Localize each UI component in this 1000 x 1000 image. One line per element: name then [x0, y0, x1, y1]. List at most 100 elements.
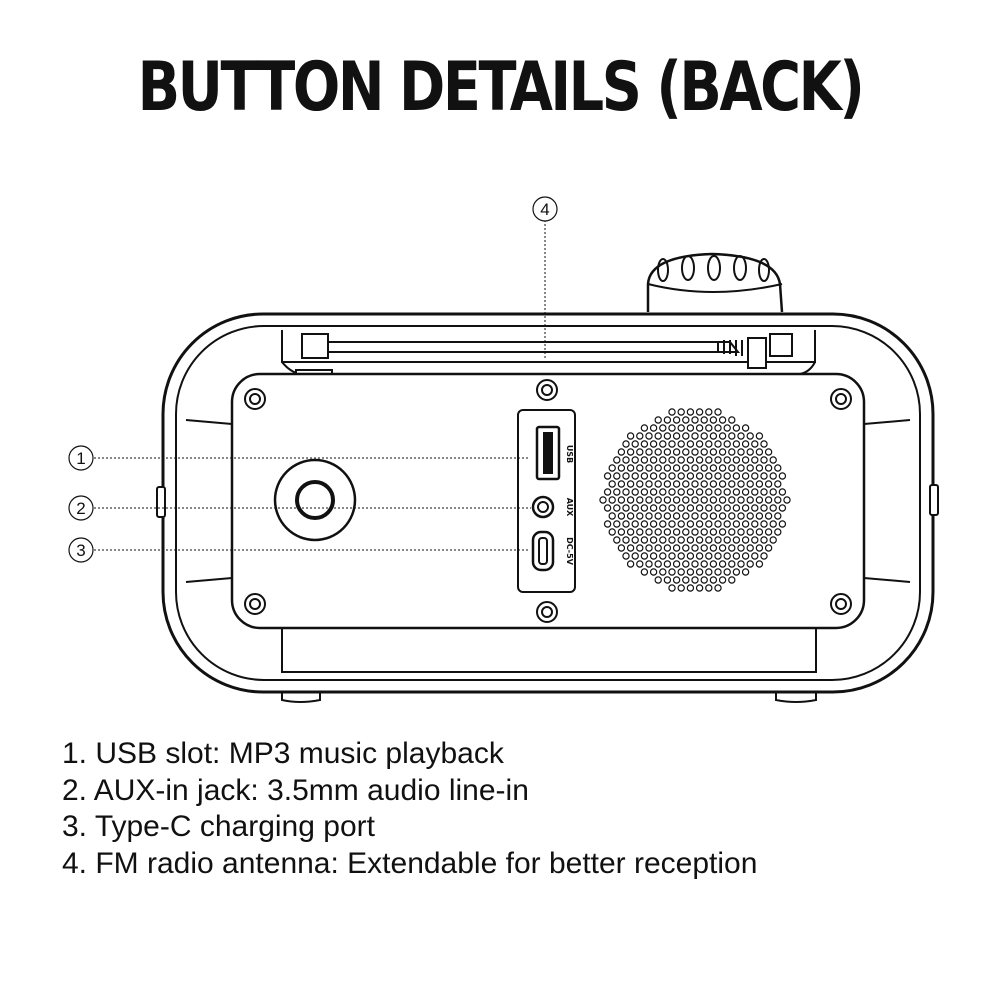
aux-jack-icon: AUX	[531, 495, 574, 519]
grille-hole	[732, 488, 741, 496]
grille-hole	[718, 416, 727, 424]
grille-hole	[728, 448, 736, 456]
legend-item-usb: 1. USB slot: MP3 music playback	[62, 737, 504, 770]
grille-hole	[636, 464, 644, 472]
grille-hole	[769, 536, 777, 544]
grille-hole	[723, 472, 731, 480]
grille-hole	[668, 408, 676, 416]
grille-hole	[751, 456, 759, 464]
grille-hole	[714, 536, 722, 544]
grille-hole	[668, 536, 676, 544]
grille-hole	[760, 552, 768, 560]
grille-hole	[732, 440, 741, 448]
grille-hole	[755, 560, 764, 568]
grille-hole	[649, 488, 658, 496]
grille-hole	[649, 568, 658, 576]
grille-hole	[640, 520, 649, 528]
grille-hole	[709, 544, 718, 552]
grille-hole	[631, 536, 639, 544]
screw-icons	[244, 379, 852, 623]
grille-hole	[714, 440, 722, 448]
grille-hole	[746, 432, 754, 440]
grille-hole	[631, 456, 639, 464]
usb-port-icon: USB	[535, 425, 574, 481]
grille-hole	[709, 528, 718, 536]
grille-hole	[654, 560, 662, 568]
grille-hole	[746, 512, 754, 520]
grille-hole	[723, 440, 731, 448]
grille-hole	[626, 560, 635, 568]
grille-hole	[714, 472, 722, 480]
grille-hole	[728, 496, 736, 504]
grille-hole	[631, 488, 639, 496]
grille-hole	[764, 496, 773, 504]
grille-hole	[672, 528, 681, 536]
grille-hole	[709, 416, 718, 424]
grille-hole	[783, 496, 791, 504]
grille-hole	[695, 536, 704, 544]
grille-hole	[659, 552, 667, 560]
grille-hole	[636, 560, 644, 568]
grille-hole	[617, 480, 626, 488]
grille-hole	[718, 528, 727, 536]
grille-hole	[654, 416, 662, 424]
grille-hole	[668, 520, 676, 528]
grille-hole	[705, 552, 713, 560]
grille-hole	[778, 472, 787, 480]
grille-hole	[622, 472, 630, 480]
grille-hole	[622, 552, 630, 560]
grille-hole	[760, 440, 768, 448]
grille-hole	[613, 456, 621, 464]
grille-hole	[663, 416, 672, 424]
grille-hole	[654, 480, 662, 488]
grille-hole	[705, 472, 713, 480]
grille-hole	[751, 472, 759, 480]
grille-hole	[608, 480, 616, 488]
callout-lines	[94, 220, 546, 551]
grille-hole	[645, 448, 653, 456]
grille-hole	[769, 472, 777, 480]
legend-list: 1. USB slot: MP3 music playback 2. AUX-i…	[62, 736, 757, 882]
callout-number: 2	[76, 499, 85, 518]
grille-hole	[718, 496, 727, 504]
grille-hole	[723, 552, 731, 560]
grille-hole	[649, 536, 658, 544]
grille-hole	[686, 456, 695, 464]
grille-hole	[728, 480, 736, 488]
grille-hole	[668, 504, 676, 512]
grille-hole	[659, 504, 667, 512]
grille-hole	[695, 488, 704, 496]
grille-hole	[659, 536, 667, 544]
grille-hole	[691, 528, 699, 536]
grille-hole	[617, 512, 626, 520]
grille-hole	[626, 512, 635, 520]
grille-hole	[709, 480, 718, 488]
grille-hole	[695, 408, 704, 416]
grille-hole	[672, 464, 681, 472]
round-recess-icon	[273, 458, 357, 542]
grille-hole	[626, 496, 635, 504]
callout-number: 1	[76, 449, 85, 468]
grille-hole	[774, 528, 782, 536]
grille-hole	[774, 464, 782, 472]
grille-hole	[649, 552, 658, 560]
grille-hole	[691, 512, 699, 520]
grille-hole	[682, 416, 690, 424]
grille-hole	[654, 512, 662, 520]
grille-hole	[741, 504, 750, 512]
grille-hole	[603, 472, 612, 480]
grille-hole	[640, 424, 649, 432]
grille-hole	[741, 536, 750, 544]
grille-hole	[695, 456, 704, 464]
grille-hole	[672, 480, 681, 488]
grille-hole	[709, 576, 718, 584]
grille-hole	[691, 480, 699, 488]
grille-hole	[659, 488, 667, 496]
grille-hole	[649, 456, 658, 464]
grille-hole	[636, 480, 644, 488]
grille-hole	[774, 480, 782, 488]
grille-hole	[649, 472, 658, 480]
grille-hole	[599, 496, 607, 504]
grille-hole	[755, 464, 764, 472]
grille-hole	[603, 520, 612, 528]
